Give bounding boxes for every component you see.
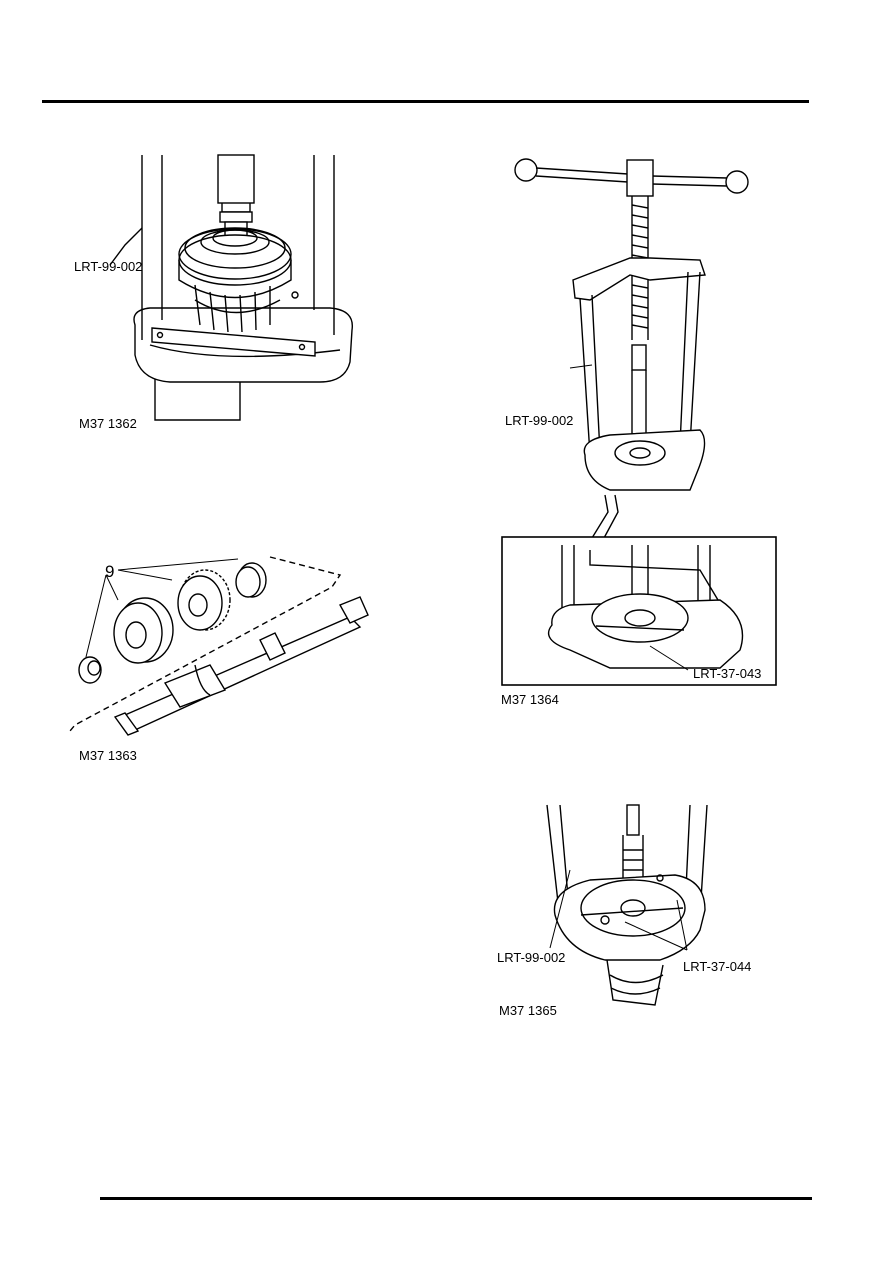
press-with-gear-illustration bbox=[109, 154, 354, 421]
figure-m37-1364: LRT-99-002 LRT-37-043 M37 1364 bbox=[500, 150, 780, 710]
figure-m37-1363: 9 M37 1363 bbox=[69, 545, 370, 770]
figure-caption: M37 1362 bbox=[79, 416, 137, 431]
press-and-detail-illustration bbox=[501, 158, 777, 686]
header-rule bbox=[42, 100, 809, 103]
tool-label: LRT-37-043 bbox=[693, 666, 762, 681]
exploded-shaft-illustration bbox=[69, 556, 369, 736]
tool-label: LRT-37-044 bbox=[683, 959, 752, 974]
callout-number: 9 bbox=[105, 562, 115, 581]
tool-label: LRT-99-002 bbox=[497, 950, 566, 965]
tool-label: LRT-99-002 bbox=[74, 259, 143, 274]
tool-label: LRT-99-002 bbox=[505, 413, 574, 428]
figure-caption: M37 1365 bbox=[499, 1003, 557, 1018]
footer-rule bbox=[100, 1197, 812, 1200]
figure-caption: M37 1364 bbox=[501, 692, 559, 707]
press-with-tool-illustration bbox=[546, 804, 708, 1006]
figure-m37-1365: LRT-99-002 LRT-37-044 M37 1365 bbox=[495, 800, 785, 1025]
figure-m37-1362: LRT-99-002 M37 1362 bbox=[70, 150, 370, 440]
figure-caption: M37 1363 bbox=[79, 748, 137, 763]
